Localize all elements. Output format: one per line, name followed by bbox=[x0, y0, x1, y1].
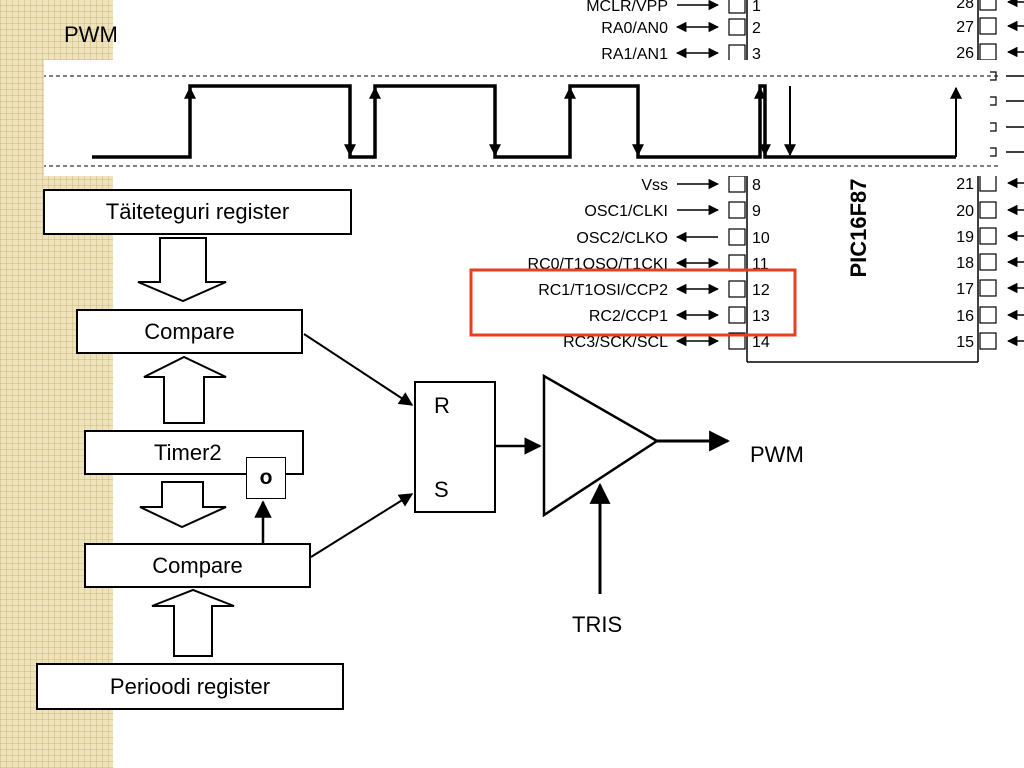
rs-latch-box: R S bbox=[414, 381, 496, 513]
pin-pad bbox=[728, 201, 746, 219]
pin-number: 18 bbox=[956, 255, 974, 272]
duty-to-compare-arrow bbox=[137, 237, 227, 303]
pin-pad bbox=[979, 17, 997, 35]
chip-right-pin: 28 bbox=[956, 0, 1024, 12]
pin-label: RA1/AN1 bbox=[601, 46, 668, 63]
pin-pad bbox=[979, 227, 997, 245]
output-buffer-triangle bbox=[542, 373, 660, 518]
pin-pad bbox=[728, 332, 746, 350]
pin-pad bbox=[979, 332, 997, 350]
latch-r-label: R bbox=[434, 393, 450, 418]
pin-number: 27 bbox=[956, 19, 974, 36]
pin-pad bbox=[728, 306, 746, 324]
chip-right-pin: 18 bbox=[956, 253, 1024, 272]
pin-number: 9 bbox=[752, 203, 761, 220]
pwm-waveform-panel bbox=[0, 60, 1024, 176]
pin-number: 19 bbox=[956, 229, 974, 246]
pin-label: MCLR/VPP bbox=[586, 0, 668, 15]
pin-pad bbox=[728, 175, 746, 193]
compare-to-s-line bbox=[310, 493, 414, 558]
pin-number: 2 bbox=[752, 20, 761, 37]
chip-left-pin: RC2/CCP1 13 bbox=[589, 306, 770, 325]
pin-pad bbox=[728, 0, 746, 14]
pin-number: 13 bbox=[752, 308, 770, 325]
pin-pad bbox=[979, 279, 997, 297]
pin-number: 10 bbox=[752, 230, 770, 247]
pin-label: OSC2/CLKO bbox=[576, 230, 668, 247]
chip-left-pin: OSC1/CLKI 9 bbox=[584, 201, 761, 220]
pin-pad bbox=[979, 306, 997, 324]
pin-number: 20 bbox=[956, 203, 974, 220]
timer-to-compare-arrow bbox=[143, 355, 227, 424]
pin-label: Vss bbox=[641, 177, 668, 194]
pin-pad bbox=[979, 0, 997, 11]
period-register-box: Perioodi register bbox=[36, 663, 344, 710]
chip-left-pin: RC1/T1OSI/CCP2 12 bbox=[538, 280, 770, 299]
compare-to-r-line bbox=[303, 333, 414, 406]
right-pin-stubs bbox=[990, 71, 1024, 157]
chip-right-pin: 16 bbox=[956, 306, 1024, 325]
pin-number: 3 bbox=[752, 46, 761, 63]
pin-label: RC2/CCP1 bbox=[589, 308, 668, 325]
pin-pad bbox=[979, 201, 997, 219]
pin-number: 26 bbox=[956, 45, 974, 62]
chip-left-pin: RC3/SCK/SCL 14 bbox=[563, 332, 770, 351]
pin-number: 16 bbox=[956, 308, 974, 325]
chip-right-pin: 21 bbox=[956, 174, 1024, 193]
pin-number: 1 bbox=[752, 0, 761, 15]
latch-s-label: S bbox=[434, 477, 449, 502]
pin-pad bbox=[728, 280, 746, 298]
pin-number: 12 bbox=[752, 282, 770, 299]
chip-right-pin: 15 bbox=[956, 332, 1024, 351]
tris-label: TRIS bbox=[572, 612, 623, 637]
pwm-waveform bbox=[0, 71, 1024, 167]
pin-label: RC3/SCK/SCL bbox=[563, 334, 668, 351]
chip-left-pin: RA1/AN1 3 bbox=[601, 44, 761, 63]
pin-number: 8 bbox=[752, 177, 761, 194]
timer-reset-marker: o bbox=[246, 457, 286, 499]
chip-right-pin: 26 bbox=[956, 43, 1024, 62]
pin-pad bbox=[728, 18, 746, 36]
pin-number: 28 bbox=[956, 0, 974, 12]
pin-number: 15 bbox=[956, 334, 974, 351]
chip-name: PIC16F87 bbox=[846, 178, 871, 277]
duty-register-box: Täiteteguri register bbox=[43, 189, 352, 235]
period-to-compare-arrow bbox=[151, 588, 235, 657]
chip-right-pin: 27 bbox=[956, 17, 1024, 36]
pin-pad bbox=[979, 253, 997, 271]
pin-label: RC1/T1OSI/CCP2 bbox=[538, 282, 668, 299]
pin-label: RA0/AN0 bbox=[601, 20, 668, 37]
chip-left-pin: Vss 8 bbox=[641, 175, 761, 194]
timer-to-compare-bottom-arrow bbox=[139, 481, 227, 529]
pin-label: OSC1/CLKI bbox=[584, 203, 668, 220]
pin-number: 21 bbox=[956, 176, 974, 193]
pin-number: 17 bbox=[956, 281, 974, 298]
pin-number: 14 bbox=[752, 334, 770, 351]
ccp-pins-highlight bbox=[469, 268, 797, 337]
chip-left-pin: MCLR/VPP 1 bbox=[586, 0, 761, 15]
pin-pad bbox=[728, 228, 746, 246]
pwm-title: PWM bbox=[64, 22, 118, 47]
chip-right-pin: 19 bbox=[956, 227, 1024, 246]
compare-top-box: Compare bbox=[76, 309, 303, 354]
pwm-output-label: PWM bbox=[750, 442, 804, 467]
chip-left-pin: OSC2/CLKO 10 bbox=[576, 228, 770, 247]
chip-right-pin: 17 bbox=[956, 279, 1024, 298]
timer2-box: Timer2 bbox=[84, 430, 304, 475]
chip-left-pin: RA0/AN0 2 bbox=[601, 18, 761, 37]
chip-right-pin: 20 bbox=[956, 201, 1024, 220]
compare-bottom-box: Compare bbox=[84, 543, 311, 588]
